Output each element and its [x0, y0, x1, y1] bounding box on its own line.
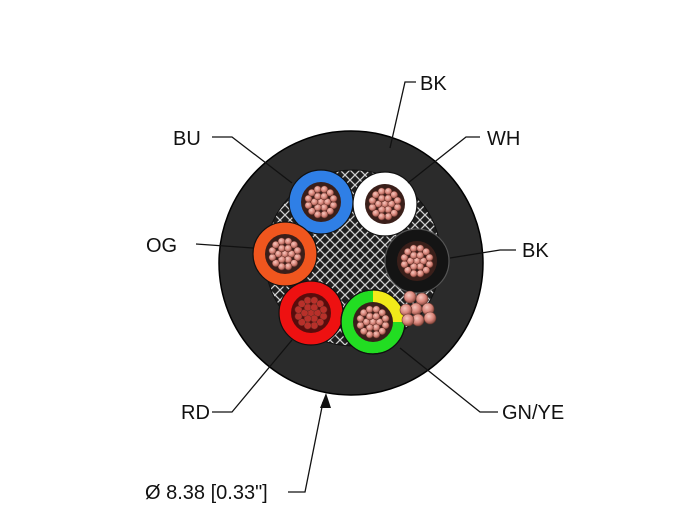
conductor-orange [252, 221, 318, 287]
label-gn-ye: GN/YE [502, 402, 564, 424]
conductor-green-yellow [340, 289, 406, 355]
label-bk-top: BK [420, 73, 447, 95]
conductor-black [384, 228, 450, 294]
label-og: OG [146, 235, 177, 257]
drain-wire-bundle [399, 290, 437, 327]
label-wh: WH [487, 128, 520, 150]
label-bk-right: BK [522, 240, 549, 262]
leader-lines [195, 81, 516, 493]
label-rd: RD [181, 402, 210, 424]
label-diameter: Ø 8.38 [0.33"] [145, 482, 268, 504]
conductor-blue [288, 169, 354, 235]
conductor-red [278, 280, 344, 346]
label-bu: BU [173, 128, 201, 150]
conductor-white [352, 171, 418, 237]
